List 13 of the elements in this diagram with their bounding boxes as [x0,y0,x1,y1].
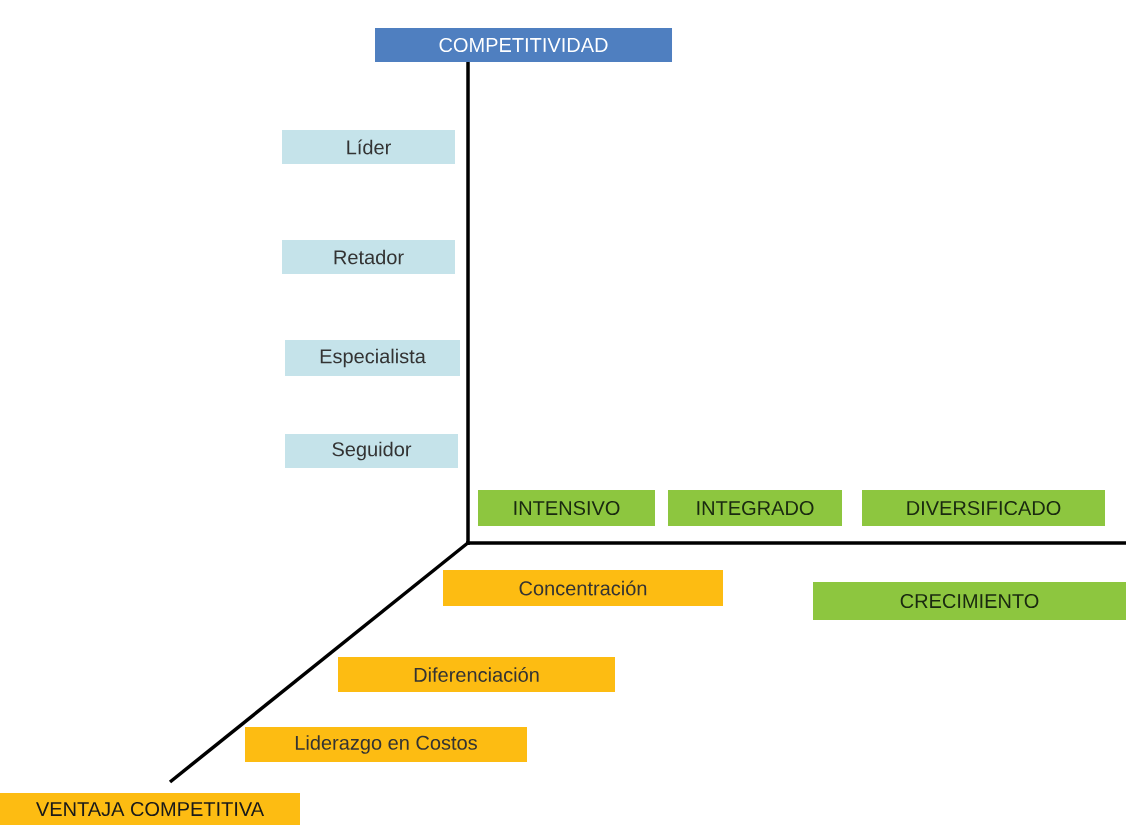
category-box: Seguidor [285,434,458,468]
category-box: Diferenciación [338,657,615,692]
title-box: COMPETITIVIDAD [375,28,672,62]
axis-title-box: CRECIMIENTO [813,582,1126,620]
category-box: Especialista [285,340,460,376]
category-box: Retador [282,240,455,274]
category-box: INTEGRADO [668,490,842,526]
category-box: DIVERSIFICADO [862,490,1105,526]
category-box: Concentración [443,570,723,606]
category-box: Líder [282,130,455,164]
axis-title-box: VENTAJA COMPETITIVA [0,793,300,825]
category-box: Liderazgo en Costos [245,727,527,762]
category-box: INTENSIVO [478,490,655,526]
